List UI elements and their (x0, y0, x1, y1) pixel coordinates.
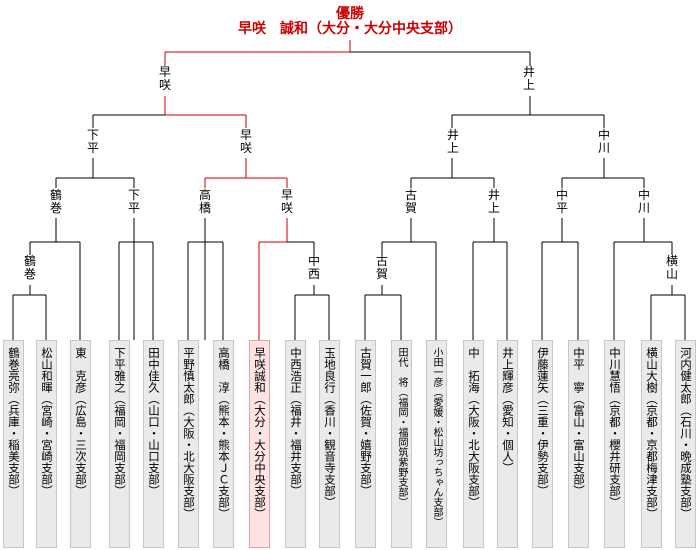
quarterfinal-winner-5: 古賀 (404, 188, 417, 215)
player-box-9: 中西浩正（福井・福井支部） (285, 340, 306, 548)
player-box-3: 東 克彦（広島・三次支部） (70, 340, 91, 548)
player-box-15: 井上輝彦（愛知・個人） (497, 340, 518, 548)
champion-name: 早咲 誠和（大分・大分中央支部） (238, 21, 462, 37)
player-box-19: 横山大樹（京都・京都梅津支部） (641, 340, 662, 548)
semifinal-winner-1: 下平 (86, 128, 99, 155)
round2-winner-2: 中西 (307, 254, 320, 281)
player-box-8-champion: 早咲誠和（大分・大分中央支部） (249, 340, 270, 548)
quarterfinal-winner-4: 早咲 (280, 188, 293, 215)
quarterfinal-winner-7: 中平 (555, 188, 568, 215)
player-box-17: 中平 寧（富山・富山支部） (568, 340, 589, 548)
champion-label: 優勝 (336, 6, 364, 22)
player-box-10: 玉地良行（香川・観音寺支部） (319, 340, 340, 548)
player-box-20: 河内健太郎（石川・晩成塾支部） (675, 340, 696, 548)
player-box-6: 平野慎太郎（大阪・北大阪支部） (178, 340, 199, 548)
player-box-2: 松山和暉（宮崎・宮崎支部） (36, 340, 57, 548)
player-box-7: 高橋 淳（熊本・熊本ＪＣ支部） (213, 340, 234, 548)
semifinal-winner-4: 中川 (597, 128, 610, 155)
quarterfinal-winner-6: 井上 (487, 188, 500, 215)
round2-winner-4: 横山 (665, 254, 678, 281)
quarterfinal-winner-8: 中川 (637, 188, 650, 215)
round2-winner-3: 古賀 (375, 254, 388, 281)
player-box-1: 鶴巻亮弥（兵庫・稲美支部） (3, 340, 24, 548)
quarterfinal-winner-3: 高橋 (198, 188, 211, 215)
quarterfinal-winner-2: 下平 (127, 188, 140, 215)
semifinal-winner-2: 早咲 (239, 128, 252, 155)
final-left-winner: 早咲 (158, 65, 171, 92)
player-box-13: 小田一彦（愛媛・松山坊っちゃん支部） (426, 340, 447, 548)
player-box-16: 伊藤蓮矢（三重・伊勢支部） (532, 340, 553, 548)
player-box-11: 古賀一郎（佐賀・嬉野支部） (355, 340, 376, 548)
player-box-4: 下平雅之（福岡・福岡支部） (109, 340, 130, 548)
semifinal-winner-3: 井上 (446, 128, 459, 155)
player-box-12: 田代 将（福岡・福岡筑紫野支部） (391, 340, 412, 548)
quarterfinal-winner-1: 鶴巻 (49, 188, 62, 215)
player-box-5: 田中佳久（山口・山口支部） (143, 340, 164, 548)
player-box-18: 中川慧悟（京都・櫻井研支部） (604, 340, 625, 548)
player-box-14: 中 拓海（大阪・北大阪支部） (463, 340, 484, 548)
final-right-winner: 井上 (522, 65, 535, 92)
round2-winner-1: 鶴巻 (23, 254, 36, 281)
